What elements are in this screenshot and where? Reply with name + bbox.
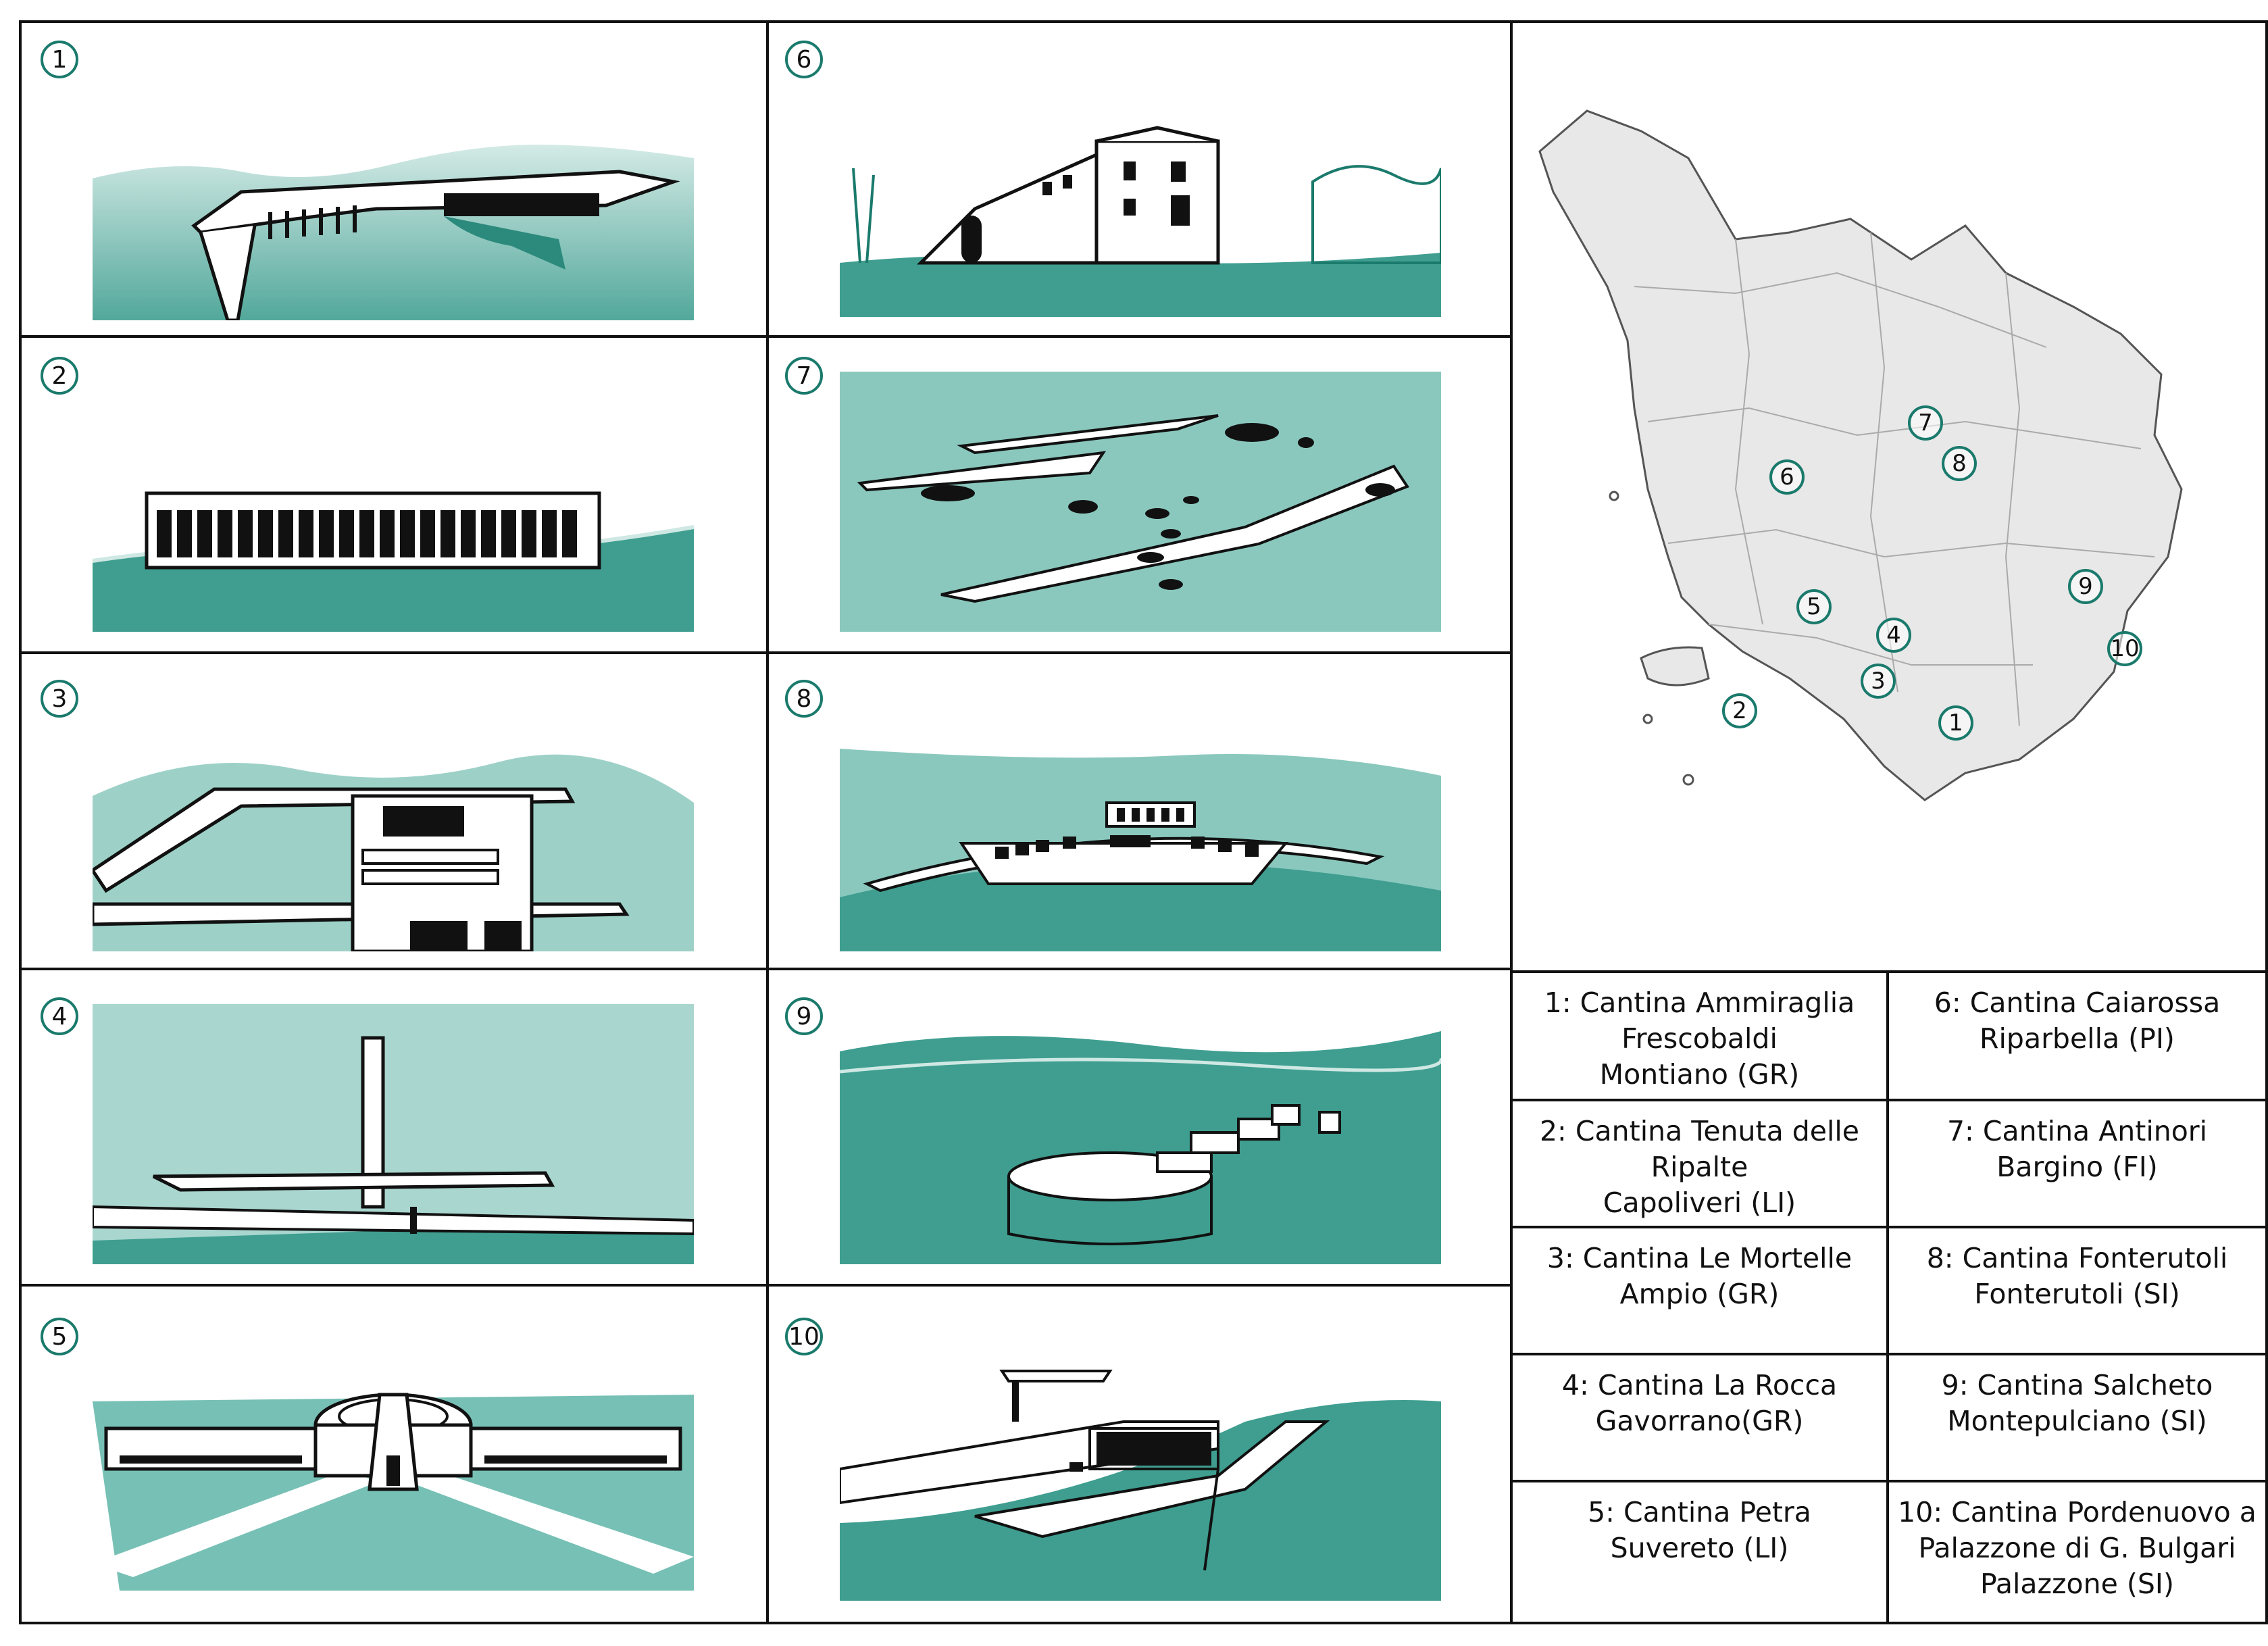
panel-number-badge: 6	[785, 41, 823, 78]
legend-item-7: 7: Cantina Antinori Bargino (FI)	[1886, 1099, 2268, 1228]
legend-item-1: 1: Cantina Ammiraglia Frescobaldi Montia…	[1510, 970, 1889, 1101]
legend-text: 1: Cantina Ammiraglia Frescobaldi Montia…	[1544, 987, 1855, 1091]
legend-text: 8: Cantina Fonterutoli Fonterutoli (SI)	[1926, 1242, 2228, 1310]
legend-item-2: 2: Cantina Tenuta delle Ripalte Capolive…	[1510, 1099, 1889, 1228]
map-marker-5: 5	[1796, 589, 1832, 624]
panel-number-badge: 10	[785, 1318, 823, 1355]
map-marker-2: 2	[1722, 693, 1757, 728]
legend-text: 4: Cantina La Rocca Gavorrano(GR)	[1561, 1369, 1838, 1437]
panel-7: 7	[766, 335, 1513, 654]
map-marker-1: 1	[1938, 705, 1973, 741]
winery-illustration-6	[840, 126, 1441, 317]
panel-number-badge: 4	[41, 997, 78, 1035]
winery-illustration-7	[840, 372, 1441, 632]
panel-6: 6	[766, 20, 1513, 338]
panel-number-badge: 5	[41, 1318, 78, 1355]
panel-number-badge: 3	[41, 680, 78, 718]
panel-number-badge: 7	[785, 357, 823, 395]
panel-8: 8	[766, 651, 1513, 970]
legend-text: 6: Cantina Caiarossa Riparbella (PI)	[1934, 987, 2221, 1055]
legend-text: 2: Cantina Tenuta delle Ripalte Capolive…	[1539, 1115, 1860, 1219]
map-marker-4: 4	[1876, 618, 1911, 653]
map-marker-9: 9	[2068, 569, 2103, 604]
legend-text: 10: Cantina Pordenuovo a Palazzone di G.…	[1898, 1496, 2257, 1600]
panel-number-badge: 2	[41, 357, 78, 395]
panel-10: 10	[766, 1284, 1513, 1624]
winery-illustration-9	[840, 1031, 1441, 1264]
legend-item-9: 9: Cantina Salcheto Montepulciano (SI)	[1886, 1353, 2268, 1482]
legend-item-10: 10: Cantina Pordenuovo a Palazzone di G.…	[1886, 1480, 2268, 1624]
legend-text: 7: Cantina Antinori Bargino (FI)	[1946, 1115, 2208, 1183]
legend-item-8: 8: Cantina Fonterutoli Fonterutoli (SI)	[1886, 1226, 2268, 1355]
panel-number-badge: 1	[41, 41, 78, 78]
legend-text: 9: Cantina Salcheto Montepulciano (SI)	[1941, 1369, 2213, 1437]
legend-item-3: 3: Cantina Le Mortelle Ampio (GR)	[1510, 1226, 1889, 1355]
winery-illustration-8	[840, 749, 1441, 951]
map-marker-7: 7	[1908, 405, 1943, 441]
legend-item-6: 6: Cantina Caiarossa Riparbella (PI)	[1886, 970, 2268, 1101]
tuscany-map	[1538, 109, 2183, 801]
panel-4: 4	[19, 968, 769, 1287]
map-marker-8: 8	[1942, 446, 1977, 481]
panel-2: 2	[19, 335, 769, 654]
map-marker-3: 3	[1861, 664, 1896, 699]
map-marker-6: 6	[1769, 459, 1805, 495]
panel-9: 9	[766, 968, 1513, 1287]
legend-item-4: 4: Cantina La Rocca Gavorrano(GR)	[1510, 1353, 1889, 1482]
tuscany-map-panel: 1 2 3 4 5 6 7 8 9 10	[1510, 20, 2268, 973]
panel-number-badge: 9	[785, 997, 823, 1035]
winery-illustration-2	[93, 491, 694, 632]
winery-illustration-10	[840, 1370, 1441, 1601]
panel-5: 5	[19, 1284, 769, 1624]
legend-text: 3: Cantina Le Mortelle Ampio (GR)	[1546, 1242, 1853, 1310]
winery-illustration-4	[93, 1004, 694, 1264]
winery-illustration-3	[93, 754, 694, 951]
panel-1: 1	[19, 20, 769, 338]
legend-item-5: 5: Cantina Petra Suvereto (LI)	[1510, 1480, 1889, 1624]
winery-illustration-1	[93, 145, 694, 320]
winery-illustration-5	[93, 1393, 694, 1591]
panel-3: 3	[19, 651, 769, 970]
panel-number-badge: 8	[785, 680, 823, 718]
map-marker-10: 10	[2107, 631, 2142, 666]
legend-text: 5: Cantina Petra Suvereto (LI)	[1588, 1496, 1811, 1564]
